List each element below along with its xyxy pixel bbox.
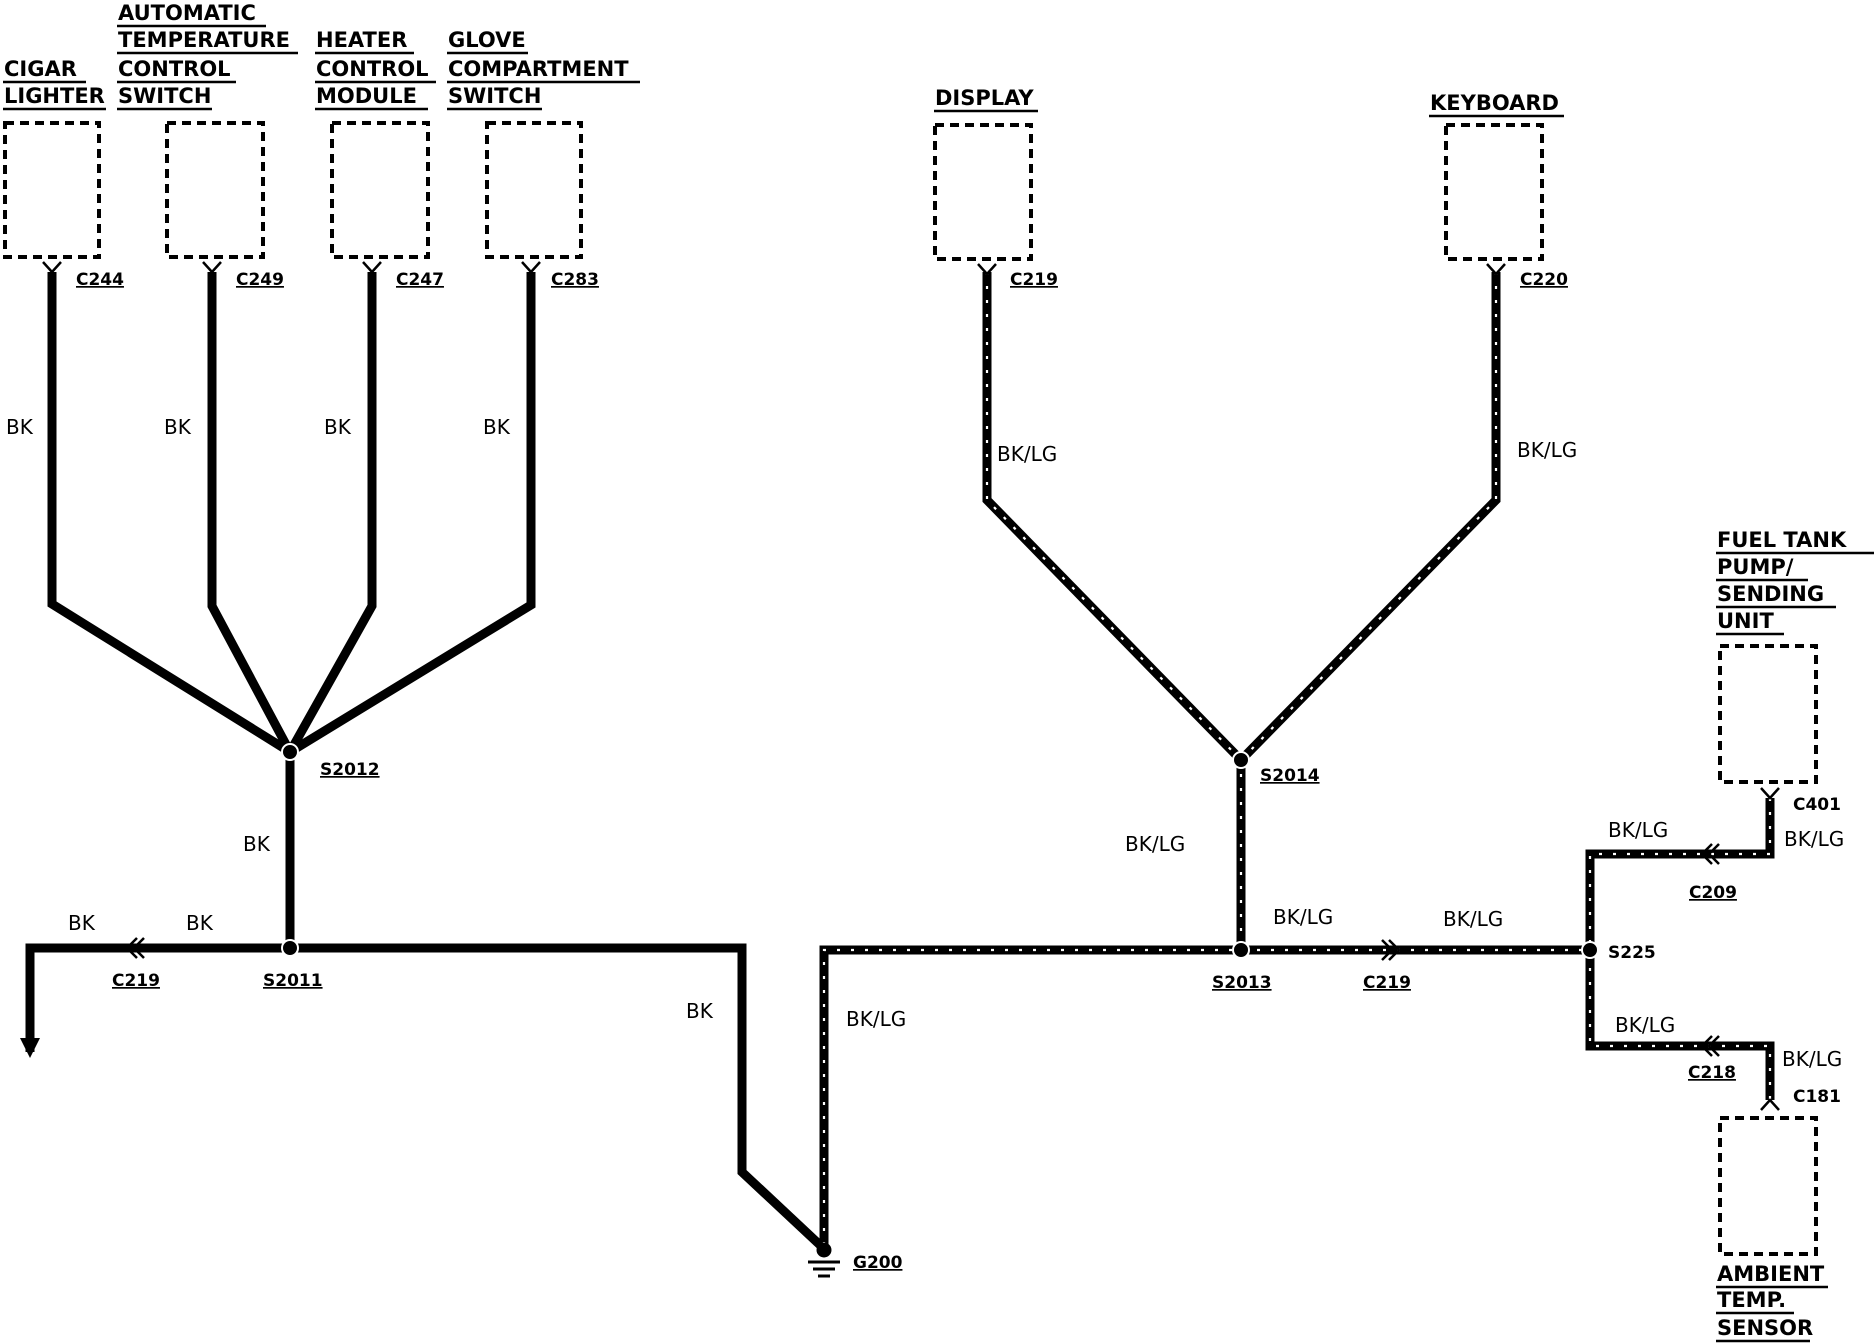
connector-forks xyxy=(42,261,1780,1111)
connector-c247: C247 xyxy=(396,270,444,290)
connector-c219-left: C219 xyxy=(112,971,160,991)
svg-text:MODULE: MODULE xyxy=(316,84,417,108)
splice-points xyxy=(281,743,1599,959)
wire-label-bk-c247: BK xyxy=(324,415,352,439)
svg-text:HEATER: HEATER xyxy=(316,28,407,52)
ambient-sensor-title: AMBIENT TEMP. SENSOR xyxy=(1716,1262,1828,1343)
svg-text:LIGHTER: LIGHTER xyxy=(4,84,105,108)
splice-label-s2012: S2012 xyxy=(320,760,380,780)
atc-switch-box xyxy=(165,121,265,259)
fuel-tank-title: FUEL TANK PUMP/ SENDING UNIT xyxy=(1716,528,1874,636)
continuation-arrow-icon xyxy=(20,1038,40,1058)
connector-c220: C220 xyxy=(1520,270,1568,290)
svg-text:KEYBOARD: KEYBOARD xyxy=(1430,91,1559,115)
connector-c181: C181 xyxy=(1793,1087,1841,1107)
svg-text:AUTOMATIC: AUTOMATIC xyxy=(118,1,256,25)
svg-text:CIGAR: CIGAR xyxy=(4,57,77,81)
svg-text:SWITCH: SWITCH xyxy=(448,84,541,108)
wire-label-bk-c244: BK xyxy=(6,415,34,439)
ambient-sensor-box xyxy=(1718,1116,1818,1256)
wire-label-bklg-c181: BK/LG xyxy=(1782,1047,1842,1071)
svg-text:CONTROL: CONTROL xyxy=(316,57,429,81)
fuel-tank-box xyxy=(1718,644,1818,784)
keyboard-box xyxy=(1444,123,1544,261)
svg-text:TEMP.: TEMP. xyxy=(1717,1288,1786,1312)
svg-text:PUMP/: PUMP/ xyxy=(1717,555,1794,579)
cigar-lighter-box xyxy=(3,121,101,259)
ground-icon xyxy=(808,1242,840,1278)
wire-label-bk-ground: BK xyxy=(686,999,714,1023)
wire-label-bklg-1: BK/LG xyxy=(1273,905,1333,929)
inline-connector-symbols xyxy=(125,843,1720,1057)
splice-label-s225: S225 xyxy=(1608,943,1656,963)
connector-c218: C218 xyxy=(1688,1063,1736,1083)
bk-wires xyxy=(25,272,824,1249)
atc-switch-title: AUTOMATIC TEMPERATURE CONTROL SWITCH xyxy=(117,1,298,111)
display-title: DISPLAY xyxy=(934,86,1038,113)
wire-label-bklg-display: BK/LG xyxy=(997,442,1057,466)
splice-s2014 xyxy=(1232,751,1250,769)
svg-text:COMPARTMENT: COMPARTMENT xyxy=(448,57,629,81)
glove-switch-box xyxy=(485,121,583,259)
wire-label-bk-c249: BK xyxy=(164,415,192,439)
wire-label-bk-c283: BK xyxy=(483,415,511,439)
wire-label-bklg-ground: BK/LG xyxy=(846,1007,906,1031)
wire-label-bklg-c218: BK/LG xyxy=(1615,1013,1675,1037)
svg-text:FUEL TANK: FUEL TANK xyxy=(1717,528,1847,552)
svg-text:SENSOR: SENSOR xyxy=(1717,1316,1813,1340)
splice-s2011 xyxy=(281,939,299,957)
splice-label-s2011: S2011 xyxy=(263,971,323,991)
splice-s225 xyxy=(1581,941,1599,959)
glove-switch-title: GLOVE COMPARTMENT SWITCH xyxy=(447,28,640,111)
bklg-wires xyxy=(819,272,1775,1245)
svg-text:AMBIENT: AMBIENT xyxy=(1717,1262,1825,1286)
wire-label-bklg-c401: BK/LG xyxy=(1784,827,1844,851)
connector-c219-display: C219 xyxy=(1010,270,1058,290)
splice-s2013 xyxy=(1232,941,1250,959)
wire-label-bk-left-1: BK xyxy=(68,911,96,935)
svg-text:DISPLAY: DISPLAY xyxy=(935,86,1034,110)
ground-label: G200 xyxy=(853,1253,903,1273)
splice-s2012 xyxy=(281,743,299,761)
svg-text:CONTROL: CONTROL xyxy=(118,57,231,81)
wire-label-bk-left-2: BK xyxy=(186,911,214,935)
svg-text:GLOVE: GLOVE xyxy=(448,28,526,52)
display-box xyxy=(933,123,1033,261)
connector-c244: C244 xyxy=(76,270,124,290)
connector-c209: C209 xyxy=(1689,883,1737,903)
splice-label-s2014: S2014 xyxy=(1260,766,1320,786)
connector-c283: C283 xyxy=(551,270,599,290)
connector-c219-right: C219 xyxy=(1363,973,1411,993)
wire-label-bklg-keyboard: BK/LG xyxy=(1517,438,1577,462)
heater-module-title: HEATER CONTROL MODULE xyxy=(315,28,436,111)
wire-label-bk-s2012: BK xyxy=(243,832,271,856)
svg-text:UNIT: UNIT xyxy=(1717,609,1774,633)
svg-text:TEMPERATURE: TEMPERATURE xyxy=(118,28,290,52)
wire-label-bklg-c209: BK/LG xyxy=(1608,818,1668,842)
wire-label-bklg-2: BK/LG xyxy=(1443,907,1503,931)
svg-text:SWITCH: SWITCH xyxy=(118,84,211,108)
heater-module-box xyxy=(330,121,430,259)
wire-label-bklg-s2014: BK/LG xyxy=(1125,832,1185,856)
svg-text:SENDING: SENDING xyxy=(1717,582,1824,606)
connector-c401: C401 xyxy=(1793,795,1841,815)
keyboard-title: KEYBOARD xyxy=(1429,91,1564,118)
connector-c249: C249 xyxy=(236,270,284,290)
splice-label-s2013: S2013 xyxy=(1212,973,1272,993)
cigar-lighter-title: CIGAR LIGHTER xyxy=(3,57,106,111)
